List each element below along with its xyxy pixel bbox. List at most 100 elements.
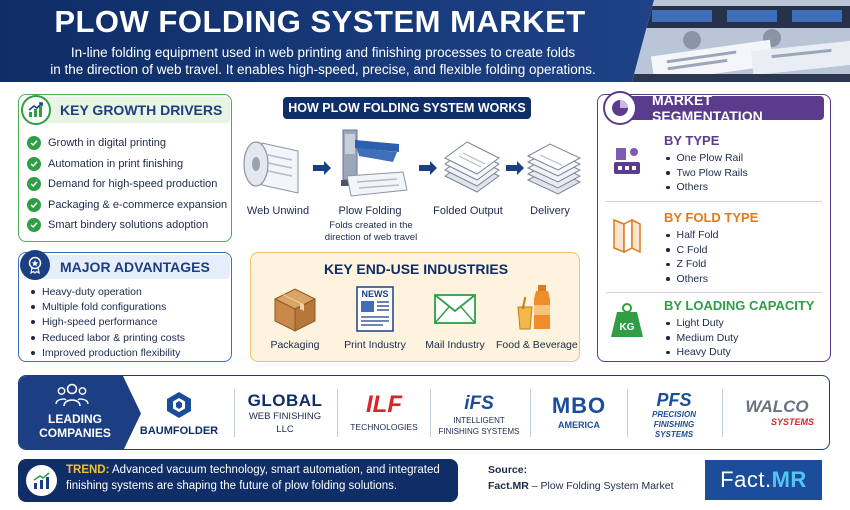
list-item: Z Fold xyxy=(666,257,719,272)
arrow-right-icon xyxy=(505,161,525,180)
how-it-works-title: HOW PLOW FOLDING SYSTEM WORKS xyxy=(283,97,531,119)
check-icon xyxy=(27,197,41,212)
factmr-logo: Fact.MR xyxy=(705,460,822,500)
trend-line-1: Advanced vacuum technology, smart automa… xyxy=(109,464,440,476)
list-item-label: Heavy Duty xyxy=(676,346,731,359)
list-item-label: Automation in print finishing xyxy=(48,157,184,170)
list-item: Growth in digital printing xyxy=(27,133,227,154)
ifs-wordmark: iFS xyxy=(464,393,494,414)
source-text: – Plow Folding System Market xyxy=(528,480,674,492)
walco-subtitle: SYSTEMS xyxy=(770,417,814,427)
industry-print: NEWS Print Industry xyxy=(335,283,415,351)
growth-drivers-list: Growth in digital printing Automation in… xyxy=(27,133,227,236)
divider xyxy=(337,389,338,437)
weight-icon: KG xyxy=(611,303,643,337)
list-item: Packaging & e-commerce expansion xyxy=(27,195,227,216)
trend-text: TREND: Advanced vacuum technology, smart… xyxy=(66,463,454,494)
list-item-label: Light Duty xyxy=(676,317,724,330)
source-note: Source: Fact.MR – Plow Folding System Ma… xyxy=(488,462,674,494)
trend-line-2: finishing systems are shaping the future… xyxy=(66,479,398,492)
envelope-icon xyxy=(434,294,476,324)
brand-dot: . xyxy=(764,467,772,492)
divider xyxy=(530,389,531,437)
mbo-wordmark: MBO xyxy=(551,393,607,418)
by-type-title: BY TYPE xyxy=(664,133,720,148)
mbo-subtitle: AMERICA xyxy=(558,420,600,430)
growth-drivers-title: KEY GROWTH DRIVERS xyxy=(34,97,230,123)
segmentation-title: MARKET SEGMENTATION xyxy=(614,92,824,124)
logo-walco-systems: WALCO SYSTEMS xyxy=(730,398,824,428)
baumfolder-mark-icon xyxy=(167,392,191,418)
list-item: Light Duty xyxy=(666,316,738,331)
growth-chart-icon xyxy=(21,95,51,125)
list-item: Reduced labor & printing costs xyxy=(31,330,185,345)
step-plow-folding: Plow Folding xyxy=(338,205,402,217)
divider xyxy=(722,389,723,437)
logo-ilf-technologies: ILF TECHNOLOGIES xyxy=(344,392,424,433)
plow-folding-note: Folds created in the direction of web tr… xyxy=(316,220,426,243)
check-icon xyxy=(27,136,41,151)
pie-chart-icon xyxy=(603,91,637,125)
logo-mbo-america: MBO AMERICA xyxy=(536,393,622,431)
industries-panel: KEY END-USE INDUSTRIES Packaging NEWS Pr… xyxy=(250,252,580,362)
list-item: Automation in print finishing xyxy=(27,154,227,175)
list-item: Two Plow Rails xyxy=(666,166,748,181)
arrow-right-icon xyxy=(418,161,438,180)
list-item: Medium Duty xyxy=(666,331,738,346)
pfs-wordmark: PFS xyxy=(656,390,692,410)
divider xyxy=(606,201,822,202)
list-item-label: One Plow Rail xyxy=(676,152,744,165)
arrow-right-icon xyxy=(312,161,332,180)
list-item-label: Heavy-duty operation xyxy=(42,285,142,298)
list-item: Others xyxy=(666,180,748,195)
global-wordmark: GLOBAL xyxy=(247,391,323,410)
ifs-line-3: FINISHING SYSTEMS xyxy=(438,427,520,436)
check-icon xyxy=(27,218,41,233)
trend-panel: TREND: Advanced vacuum technology, smart… xyxy=(18,459,458,502)
page-subtitle: In-line folding equipment used in web pr… xyxy=(18,44,628,78)
ifs-line-2: INTELLIGENT xyxy=(453,416,505,425)
pfs-line-4: SYSTEMS xyxy=(654,430,694,439)
list-item: Others xyxy=(666,272,719,287)
logo-global-web-finishing: GLOBAL WEB FINISHING LLC xyxy=(240,391,330,436)
by-load-list: Light Duty Medium Duty Heavy Duty xyxy=(666,316,738,360)
divider xyxy=(234,389,235,437)
list-item: One Plow Rail xyxy=(666,151,748,166)
list-item: Half Fold xyxy=(666,228,719,243)
logo-ifs: iFS INTELLIGENT FINISHING SYSTEMS xyxy=(434,393,524,437)
industry-packaging: Packaging xyxy=(255,283,335,351)
ilf-subtitle: TECHNOLOGIES xyxy=(350,422,418,432)
list-item: Heavy-duty operation xyxy=(31,284,185,299)
list-item-label: Medium Duty xyxy=(676,331,739,344)
baumfolder-wordmark: BAUMFOLDER xyxy=(139,425,219,437)
list-item-label: Others xyxy=(676,181,709,194)
walco-wordmark: WALCO xyxy=(745,397,809,416)
step-folded-output: Folded Output xyxy=(433,205,503,217)
industry-label: Food & Beverage xyxy=(496,339,578,351)
trend-chart-icon xyxy=(26,465,57,496)
list-item-label: Packaging & e-commerce expansion xyxy=(48,198,228,211)
by-type-list: One Plow Rail Two Plow Rails Others xyxy=(666,151,748,195)
list-item: Heavy Duty xyxy=(666,345,738,360)
people-icon xyxy=(55,383,89,407)
list-item: Demand for high-speed production xyxy=(27,174,227,195)
bottle-cup-icon xyxy=(517,285,550,330)
plow-folder-machine-icon xyxy=(341,129,408,197)
list-item: C Fold xyxy=(666,243,719,258)
global-line-2: WEB FINISHING xyxy=(248,411,322,422)
source-label: Source: xyxy=(488,464,528,476)
list-item: Multiple fold configurations xyxy=(31,299,185,314)
list-item: Smart bindery solutions adoption xyxy=(27,215,227,236)
check-icon xyxy=(27,156,41,171)
pfs-line-3: FINISHING xyxy=(653,420,695,429)
check-icon xyxy=(27,177,41,192)
source-brand: Fact.MR xyxy=(488,480,529,492)
pfs-line-2: PRECISION xyxy=(651,410,696,419)
plow-note-line-1: Folds created in the xyxy=(329,220,413,231)
leading-label-line-2: COMPANIES xyxy=(39,426,111,440)
list-item-label: Two Plow Rails xyxy=(676,166,748,179)
leading-label-line-1: LEADING xyxy=(48,412,102,426)
divider xyxy=(606,292,822,293)
list-item-label: Multiple fold configurations xyxy=(42,301,167,314)
industry-mail: Mail Industry xyxy=(415,283,495,351)
